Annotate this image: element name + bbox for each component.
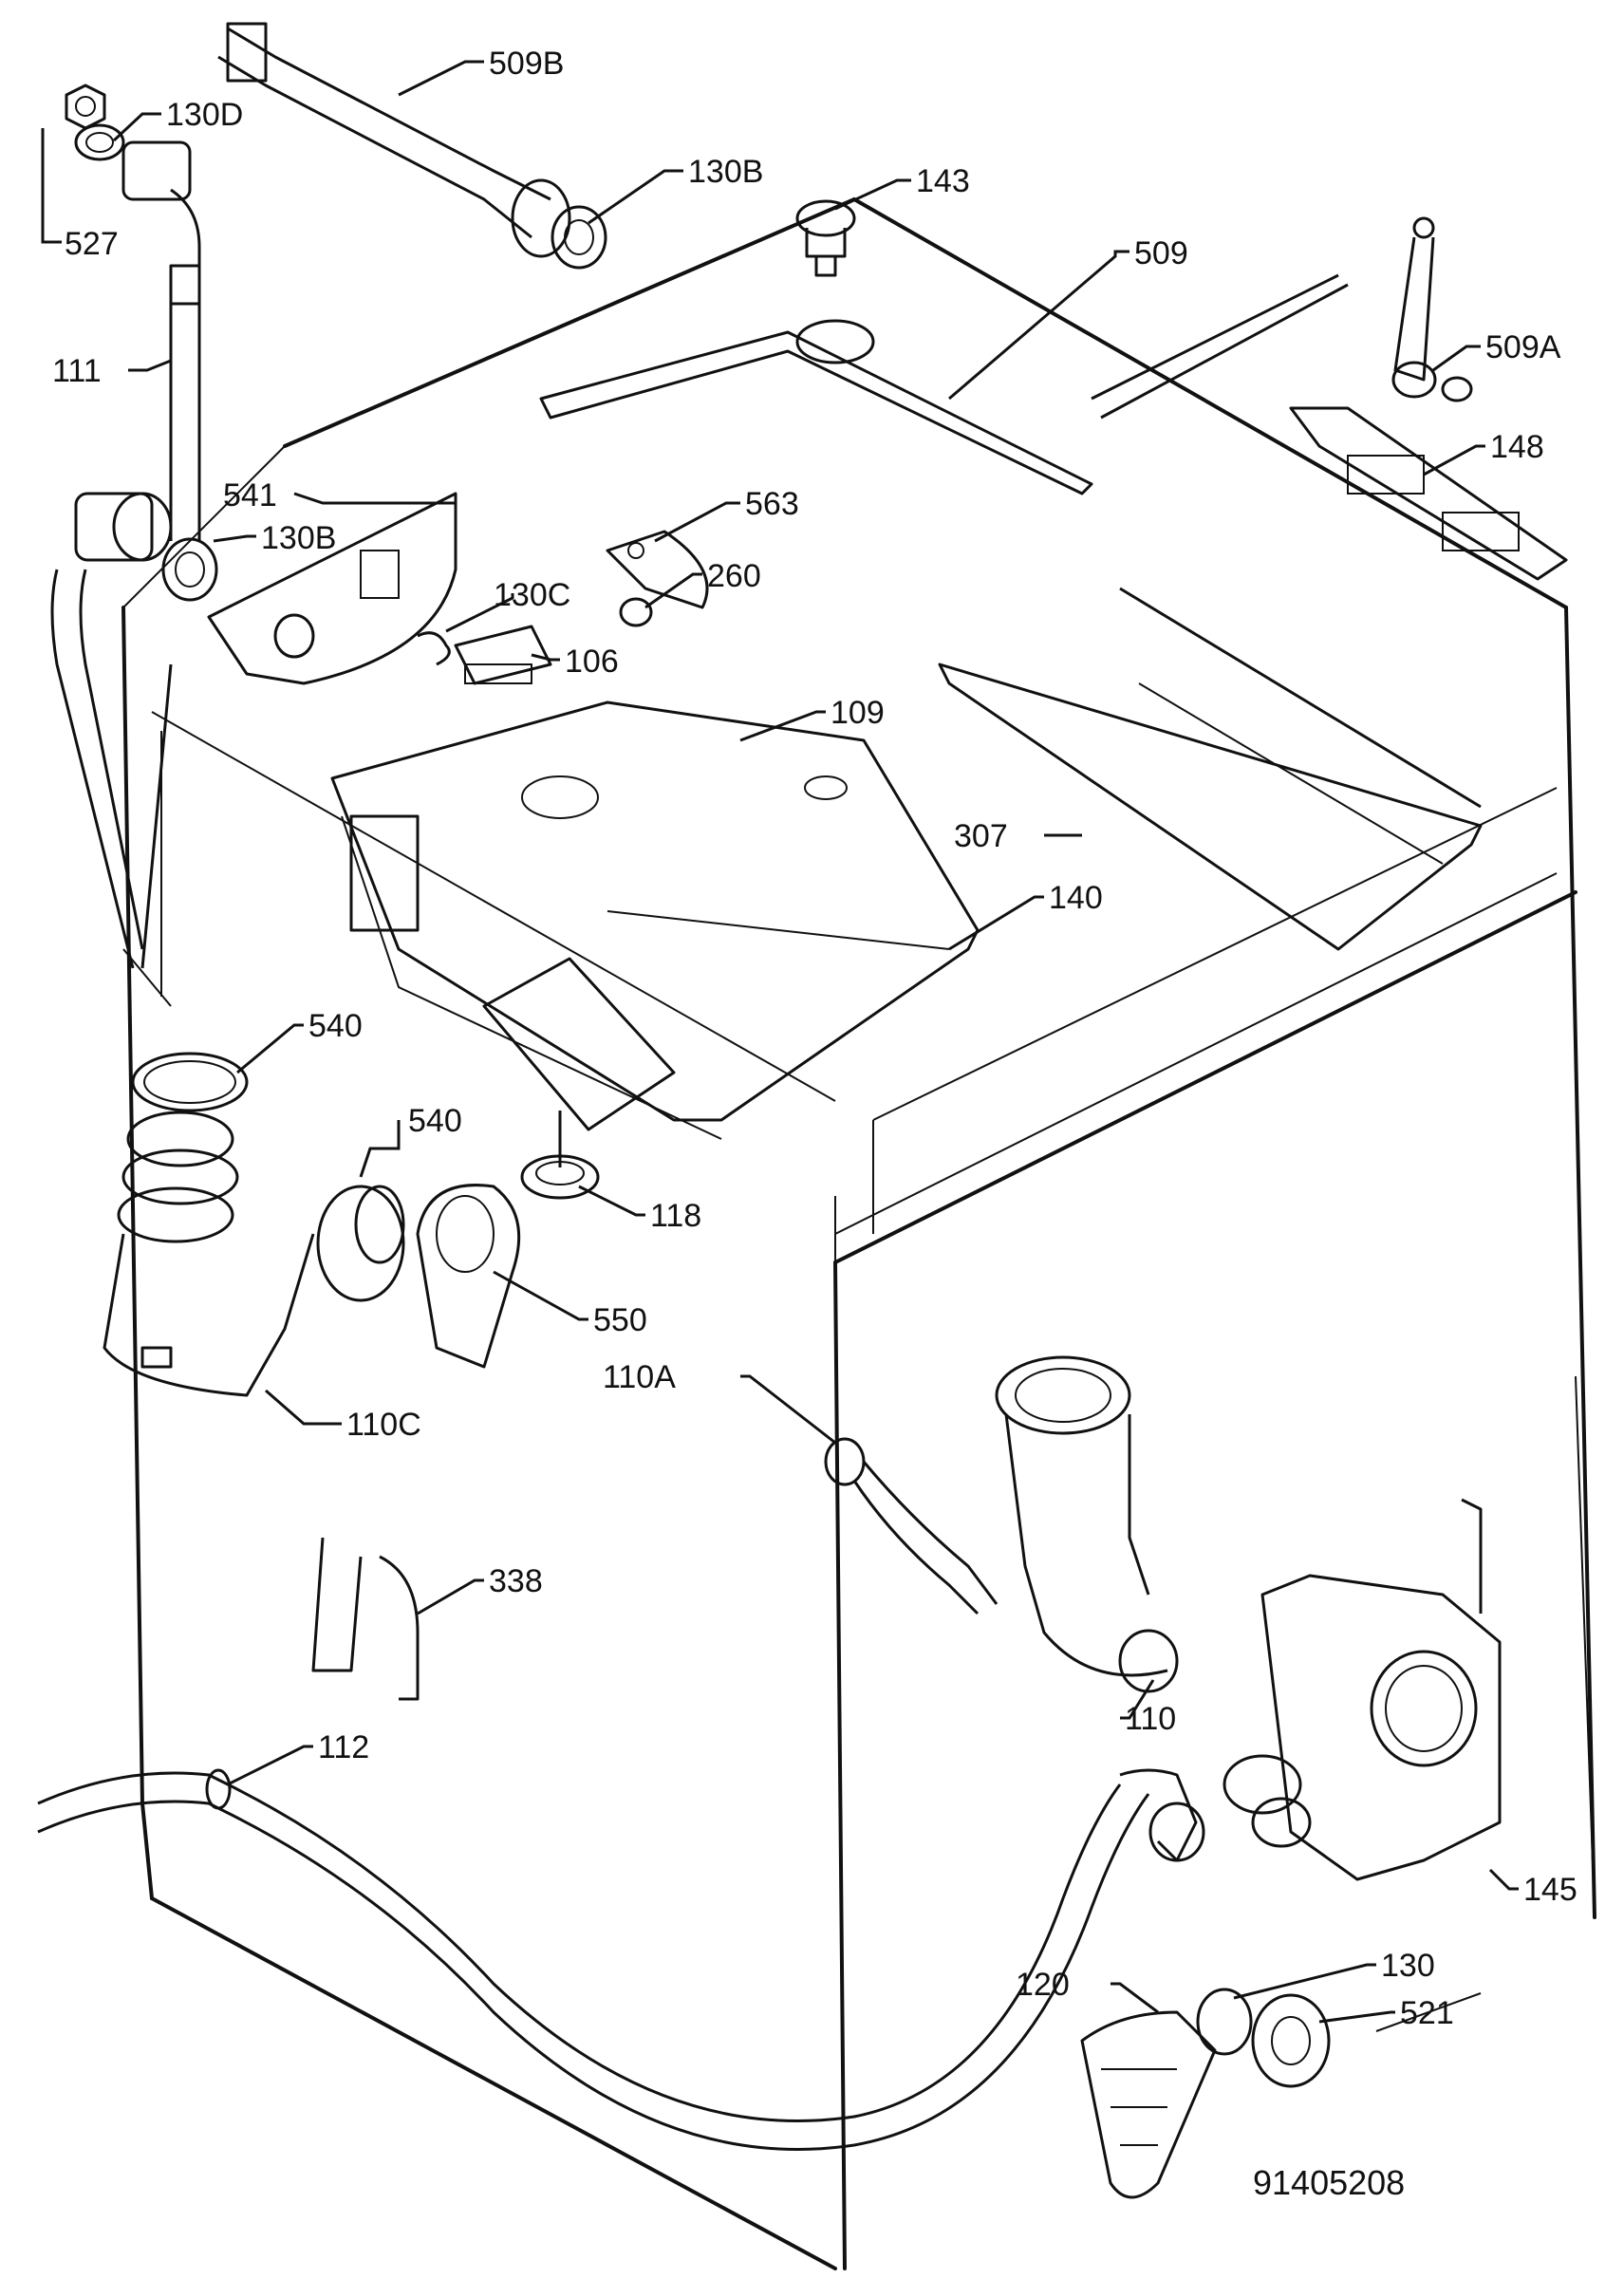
hose-elbow-top [121, 140, 201, 306]
nut-130b-top [551, 205, 607, 270]
label-120: 120 [1016, 1967, 1070, 2003]
pump-145 [1223, 1498, 1502, 1881]
label-110c: 110C [346, 1407, 421, 1443]
arm-509a [1391, 216, 1473, 402]
label-106: 106 [565, 644, 619, 680]
label-118: 118 [650, 1198, 701, 1234]
hose-110a [824, 1437, 999, 1615]
label-110a: 110A [603, 1359, 676, 1395]
valve-260 [619, 597, 653, 627]
dispenser-housing-109 [330, 700, 980, 1140]
drain-hose-112 [37, 1768, 1150, 2151]
inlet-hose-509b [217, 22, 571, 258]
label-130b-top: 130B [688, 154, 763, 190]
label-541: 541 [223, 477, 277, 513]
cabinet-outline [121, 197, 1596, 2270]
label-110: 110 [1125, 1701, 1176, 1737]
label-148: 148 [1490, 429, 1544, 465]
label-509b: 509B [489, 46, 564, 82]
clip-106 [454, 625, 552, 685]
inlet-hose-111 [169, 304, 201, 541]
cam-563 [606, 530, 709, 609]
ring-540 [131, 1052, 249, 1112]
label-509a: 509A [1485, 329, 1561, 365]
label-130c: 130C [494, 577, 570, 613]
hose-elbow-lower [50, 492, 173, 969]
label-307: 307 [954, 818, 1008, 854]
label-109: 109 [831, 695, 885, 731]
label-140: 140 [1049, 880, 1103, 916]
label-145: 145 [1523, 1872, 1577, 1908]
label-260: 260 [707, 558, 761, 594]
label-143: 143 [916, 163, 970, 199]
bracket-550 [416, 1184, 521, 1369]
nut-527 [65, 84, 106, 130]
rod-509-top [1091, 273, 1349, 420]
part-labels: 509B 130D 527 130B 143 509 111 509A 148 … [52, 46, 1577, 2202]
label-540-a: 540 [308, 1008, 363, 1044]
spring-130c [417, 631, 451, 666]
label-112: 112 [318, 1729, 369, 1765]
drawer-307 [938, 587, 1483, 951]
washer-130d [74, 123, 125, 161]
label-527: 527 [65, 226, 119, 262]
cover-plate-541 [207, 492, 457, 685]
pump-hose-110 [995, 1355, 1179, 1693]
label-338: 338 [489, 1563, 543, 1599]
knob-143 [795, 199, 856, 277]
impeller-118 [520, 1111, 600, 1200]
label-509: 509 [1134, 235, 1188, 271]
clip-338 [311, 1537, 420, 1701]
label-130: 130 [1381, 1948, 1435, 1984]
lever-509 [539, 319, 1093, 495]
cap-521 [1251, 1993, 1331, 2088]
label-130d: 130D [166, 97, 243, 133]
label-540-b: 540 [408, 1103, 462, 1139]
ring-130 [1196, 1988, 1253, 2056]
clamp-540 [354, 1185, 405, 1264]
label-130b: 130B [261, 520, 336, 556]
lid-140 [607, 910, 950, 950]
leader-lines [41, 60, 1519, 2024]
bellows-110c [103, 1111, 405, 1397]
elbow-drain [1119, 1768, 1205, 1862]
diagram-code: 91405208 [1253, 2163, 1405, 2202]
label-521: 521 [1400, 1995, 1454, 2031]
label-111: 111 [52, 353, 102, 389]
label-550: 550 [593, 1302, 647, 1338]
nut-130b [161, 537, 218, 602]
label-563: 563 [745, 486, 799, 522]
filter-120 [1080, 2010, 1217, 2199]
